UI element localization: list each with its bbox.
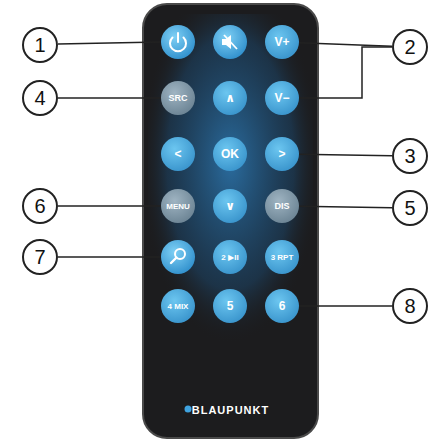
callout-label: 7 (34, 246, 45, 269)
remote-button: ∨ (213, 189, 247, 223)
brand-logo-dot (185, 406, 192, 413)
leader-line (299, 47, 392, 98)
callout-label: 3 (404, 145, 415, 168)
remote-button: V− (265, 81, 299, 115)
remote-button: > (265, 137, 299, 171)
remote-button: ∧ (213, 81, 247, 115)
remote-button: OK (213, 137, 247, 171)
leader-line (58, 97, 161, 99)
callout-number: 2 (392, 29, 428, 65)
remote-housing (143, 4, 318, 438)
brand-name: BLAUPUNKT (192, 404, 269, 416)
remote-button: 2 ▶II (213, 240, 247, 274)
callout-label: 5 (404, 197, 415, 220)
callout-label: 1 (34, 34, 45, 57)
leader-line (58, 205, 161, 207)
leader-line (299, 305, 392, 307)
button-label: V− (274, 91, 289, 105)
remote-button: SRC (161, 81, 195, 115)
remote-button: MENU (161, 189, 195, 223)
button-label: > (278, 147, 285, 161)
remote-button: DIS (265, 189, 299, 223)
mute-button (213, 25, 247, 59)
button-label: 3 RPT (271, 253, 294, 262)
callout-number: 8 (392, 288, 428, 324)
button-label: MENU (166, 202, 190, 211)
callout-number: 3 (392, 138, 428, 174)
button-label: 4 MIX (168, 302, 189, 311)
callout-label: 4 (34, 87, 45, 110)
button-label: ∧ (225, 91, 235, 105)
button-label: < (174, 147, 181, 161)
leader-line (58, 42, 160, 44)
button-label: V+ (274, 35, 289, 49)
leader-line (58, 256, 160, 258)
leader-line (299, 43, 392, 47)
leader-line (299, 154, 392, 155)
button-label: 2 ▶II (221, 253, 238, 262)
remote-body: V+ SRC ∧ V− < OK > MENU ∨ DIS 2 ▶II 3 RPT 4 MIX 5 6BLA… (143, 4, 318, 438)
callout-number: 6 (22, 188, 58, 224)
button-label: SRC (168, 93, 187, 103)
remote-button: 3 RPT (265, 240, 299, 274)
button-label: OK (221, 147, 239, 161)
search-button (161, 240, 195, 274)
callout-number: 7 (22, 239, 58, 275)
callout-number: 1 (22, 27, 58, 63)
remote-button: < (161, 137, 195, 171)
remote-button: V+ (265, 25, 299, 59)
remote-button: 6 (265, 289, 299, 323)
callout-label: 8 (404, 295, 415, 318)
button-label: DIS (274, 201, 289, 211)
power-button (161, 25, 195, 59)
callout-number: 4 (22, 80, 58, 116)
callout-number: 5 (392, 190, 428, 226)
button-label: 6 (279, 299, 286, 313)
callout-label: 6 (34, 195, 45, 218)
button-label: 5 (227, 299, 234, 313)
button-label: ∨ (225, 199, 235, 213)
leader-line (299, 206, 392, 207)
remote-button: 5 (213, 289, 247, 323)
button-glow (148, 14, 313, 344)
callout-label: 2 (404, 36, 415, 59)
remote-button: 4 MIX (161, 289, 195, 323)
